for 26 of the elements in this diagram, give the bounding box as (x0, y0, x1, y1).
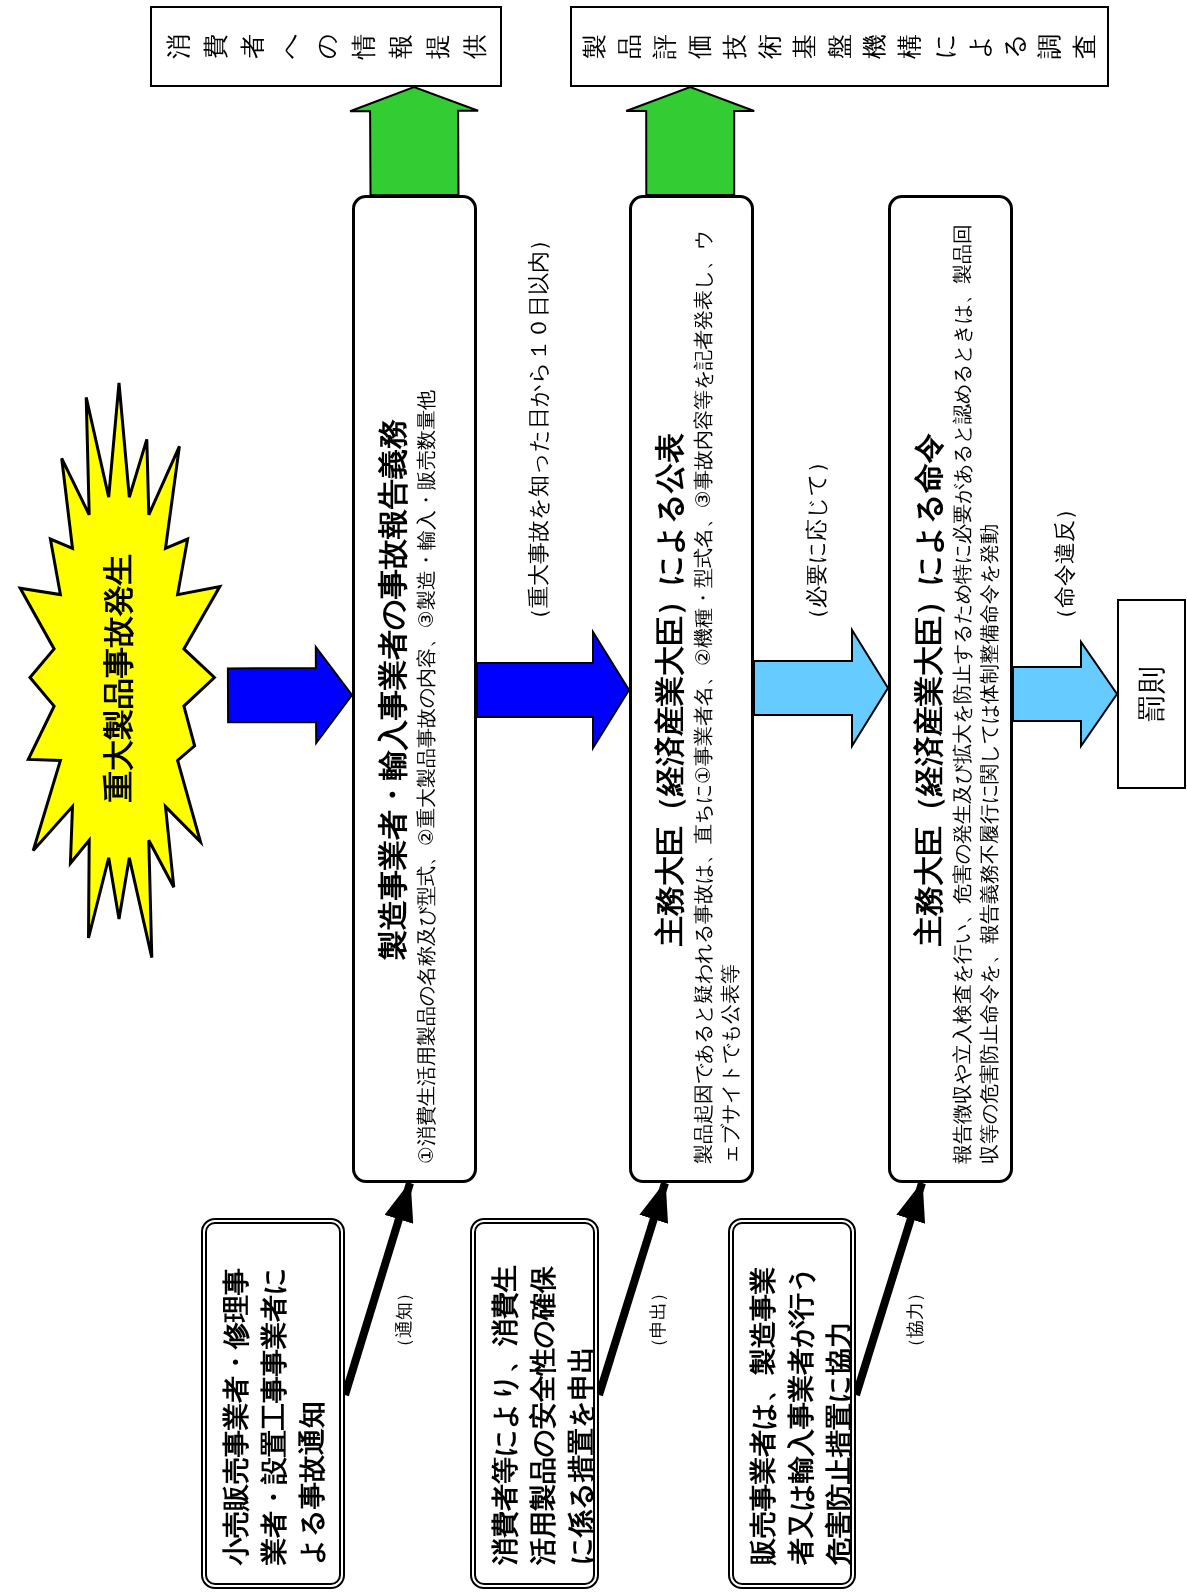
info-box (150, 6, 502, 87)
block-arrow (1012, 638, 1119, 750)
process-box (352, 195, 477, 1183)
rounded-box (728, 1218, 856, 1589)
box-text: 消費者への情報提供 (162, 34, 490, 59)
box-text: 製品評価技術基盤機構による調査 (579, 34, 1100, 59)
box-heading: 主務大臣（経済産業大臣）による公表 (652, 431, 688, 948)
heading-text: 重大製品事故発生 (99, 553, 137, 802)
process-box (888, 195, 1013, 1183)
box-text: 製品起因であると疑われる事故は、直ちに①事業者名、②機種・型式名、③事故内容等を記者発表し、ウェブサイトでも公表等 (690, 229, 743, 1164)
block-arrow (349, 85, 480, 197)
block-arrow (226, 644, 354, 747)
box-text: ①消費生活用製品の名称及び型式、②重大製品事故の内容、③製造・輸入・販売数量他 (413, 389, 439, 1164)
info-box (1117, 599, 1186, 789)
block-arrow (625, 85, 756, 196)
block-arrow (476, 628, 631, 752)
rounded-box (470, 1218, 599, 1589)
block-arrow (753, 626, 890, 750)
process-box (629, 195, 754, 1183)
box-text: 罰則 (1133, 666, 1169, 722)
box-text: 報告徴収や立入検査を行い、危害の発生及び拡大を防止するため特に必要があると認めるときは、製品回収等の危害防止命令を、報告義務不履行に関しては体制整備命令を発動 (949, 223, 1002, 1164)
box-heading: 主務大臣（経済産業大臣）による命令 (911, 431, 947, 948)
box-text: 小売販売事業者・修理事業者・設置工事事業者による事故通知 (220, 1267, 327, 1565)
rounded-box (201, 1218, 345, 1589)
box-heading: 製造事業者・輸入事業者の事故報告義務 (375, 417, 411, 962)
info-box (570, 6, 1109, 87)
